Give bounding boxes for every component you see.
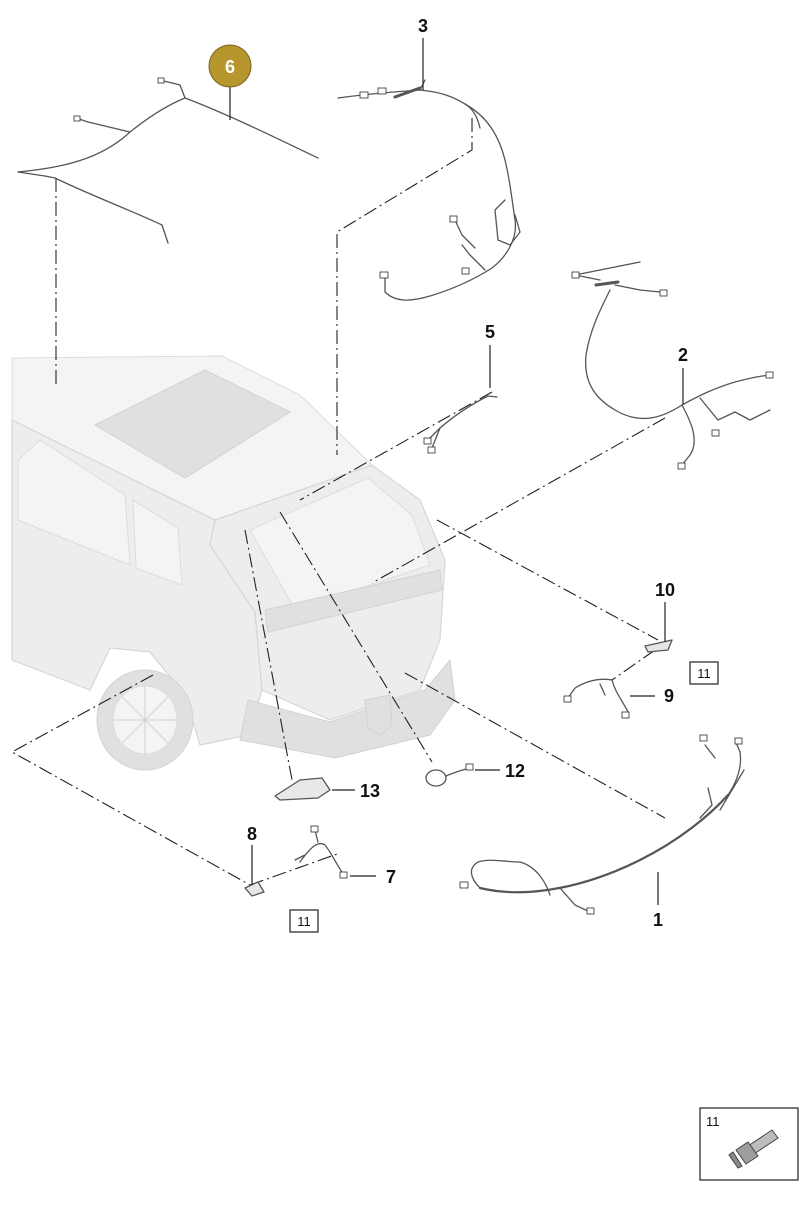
legend-box-bolt: 11 [699, 1107, 799, 1181]
car-sunroof [93, 369, 292, 479]
legend-label: 11 [706, 1114, 720, 1129]
car-side-window [17, 439, 131, 566]
part-9-harness[interactable] [563, 678, 630, 719]
assignment-lines [10, 118, 666, 886]
car-rear-side-window [132, 499, 183, 586]
leader-lines [229, 38, 684, 905]
reference-box-11-b[interactable]: 11 [289, 909, 319, 933]
part-5-small-harness[interactable] [423, 395, 498, 454]
part-13-bracket[interactable] [274, 777, 331, 801]
callout-6-badge[interactable]: 6 [208, 44, 252, 88]
car-tow-hitch [364, 694, 393, 736]
callout-6: 6 [225, 57, 235, 77]
part-7-harness[interactable] [294, 825, 348, 879]
part-10-bracket[interactable] [644, 639, 673, 653]
reference-box-11-a-label: 11 [697, 666, 711, 681]
part-12-sensor[interactable] [425, 763, 474, 787]
reference-box-11-b-label: 11 [297, 914, 311, 929]
callout-10: 10 [655, 580, 675, 600]
part-3-tailgate-harness[interactable] [337, 79, 521, 301]
callout-2: 2 [678, 345, 688, 365]
callout-12: 12 [505, 761, 525, 781]
callout-labels: 3 5 2 10 9 12 13 8 7 1 [247, 16, 688, 930]
callout-13: 13 [360, 781, 380, 801]
callout-9: 9 [664, 686, 674, 706]
bolt-icon [728, 1129, 779, 1169]
part-8-clip[interactable] [244, 881, 265, 897]
part-6-roof-harness[interactable] [17, 77, 319, 244]
callout-3: 3 [418, 16, 428, 36]
callout-1: 1 [653, 910, 663, 930]
part-2-rear-harness[interactable] [571, 261, 774, 470]
reference-box-11-a[interactable]: 11 [689, 661, 719, 685]
car-rear-bumper [239, 658, 456, 759]
callout-8: 8 [247, 824, 257, 844]
car-rear-window [249, 477, 431, 611]
callout-5: 5 [485, 322, 495, 342]
callout-7: 7 [386, 867, 396, 887]
vehicle-silhouette [11, 355, 456, 771]
part-1-bumper-harness[interactable] [459, 734, 745, 915]
car-taillight-strip [264, 569, 443, 633]
